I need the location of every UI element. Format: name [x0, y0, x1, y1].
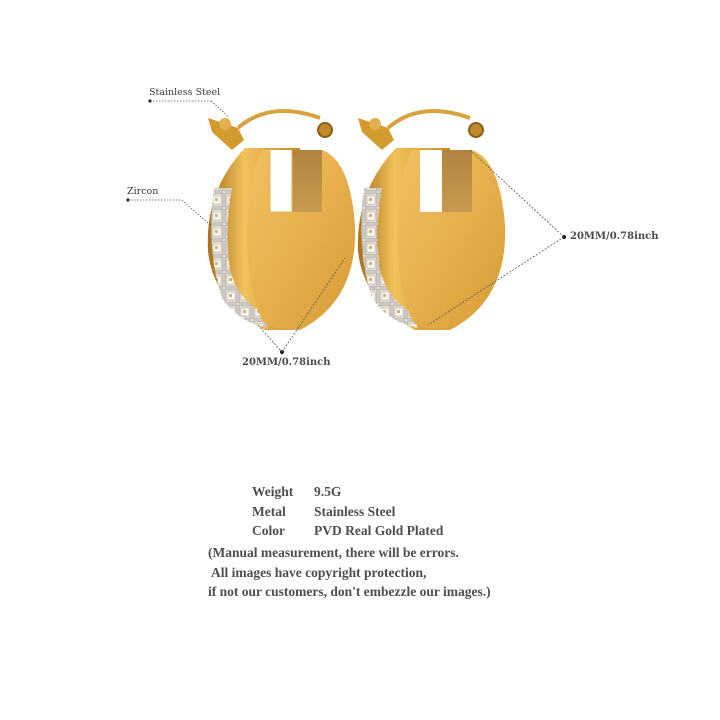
spec-value: PVD Real Gold Plated	[314, 523, 444, 538]
annotation-lines	[126, 99, 566, 354]
note-line: All images have copyright protection,	[211, 564, 427, 580]
spec-row-color: Color PVD Real Gold Plated	[252, 521, 443, 541]
label-zircon: Zircon	[127, 186, 159, 197]
spec-key: Metal	[252, 503, 286, 519]
label-dimension-height: 20MM/0.78inch	[570, 231, 659, 242]
right-earring	[357, 108, 506, 330]
spec-row-metal: Metal Stainless Steel	[252, 502, 443, 522]
spec-key: Weight	[252, 484, 294, 499]
label-stainless-steel: Stainless Steel	[149, 87, 221, 98]
note-line: if not our customers, don't embezzle our…	[208, 584, 491, 599]
spec-key: Color	[252, 523, 285, 538]
spec-value: 9.5G	[314, 484, 342, 499]
spec-table: Weight 9.5G Metal Stainless Steel Color …	[252, 482, 443, 541]
spec-value: Stainless Steel	[314, 503, 396, 519]
note-line: (Manual measurement, there will be error…	[208, 545, 459, 560]
spec-row-weight: Weight 9.5G	[252, 482, 443, 502]
left-earring	[207, 108, 356, 330]
label-dimension-width: 20MM/0.78inch	[242, 357, 331, 368]
disclaimer-notes: (Manual measurement, there will be error…	[208, 543, 491, 602]
